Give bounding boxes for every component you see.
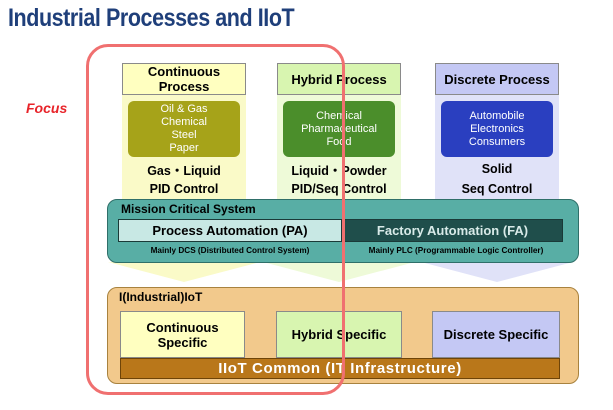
discrete-specific-box: Discrete Specific bbox=[432, 311, 560, 358]
discrete-property: Solid bbox=[481, 162, 513, 176]
discrete-control: Seq Control bbox=[461, 182, 533, 196]
continuous-property: Gas・Liquid bbox=[147, 163, 221, 178]
continuous-process-header: Continuous Process bbox=[122, 63, 246, 95]
process-automation-box: Process Automation (PA) bbox=[118, 219, 342, 242]
discrete-process-header: Discrete Process bbox=[435, 63, 559, 95]
hybrid-control: PID/Seq Control bbox=[291, 182, 387, 196]
pa-note: Mainly DCS (Distributed Control System) bbox=[150, 245, 310, 255]
hybrid-specific-box: Hybrid Specific bbox=[276, 311, 402, 358]
hybrid-property: Liquid・Powder bbox=[291, 163, 387, 178]
continuous-specific-box: Continuous Specific bbox=[120, 311, 245, 358]
iiot-title: I(Industrial)IoT bbox=[119, 290, 203, 304]
focus-highlight-frame bbox=[86, 44, 345, 395]
hybrid-industries-box: Chemical Pharmaceutical Food bbox=[283, 101, 395, 157]
fa-note: Mainly PLC (Programmable Logic Controlle… bbox=[368, 245, 544, 255]
continuous-industries-box: Oil & Gas Chemical Steel Paper bbox=[128, 101, 240, 157]
discrete-industries-box: Automobile Electronics Consumers bbox=[441, 101, 553, 157]
page-title: Industrial Processes and IIoT bbox=[8, 4, 295, 32]
hybrid-process-header: Hybrid Process bbox=[277, 63, 401, 95]
factory-automation-box: Factory Automation (FA) bbox=[342, 219, 563, 242]
iiot-common-bar: IIoT Common (IT Infrastructure) bbox=[120, 358, 560, 379]
focus-label: Focus bbox=[26, 100, 68, 116]
mission-critical-title: Mission Critical System bbox=[121, 202, 256, 216]
continuous-control: PID Control bbox=[149, 182, 219, 196]
